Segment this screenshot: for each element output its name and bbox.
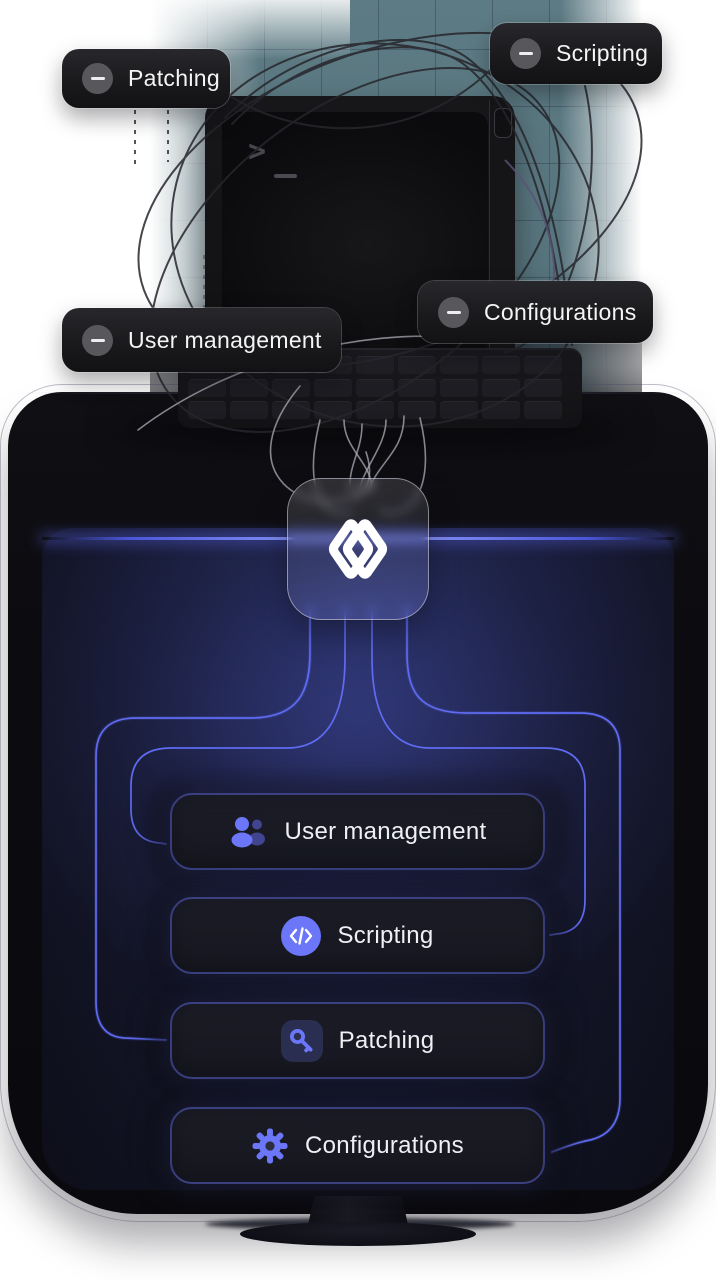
tag-label: User management — [128, 326, 322, 353]
tag-label: Configurations — [484, 298, 637, 325]
feature-button-configurations[interactable]: Configurations — [170, 1107, 545, 1184]
feature-label: Configurations — [305, 1131, 464, 1159]
monitor-stand-base — [240, 1222, 476, 1246]
feature-label: Patching — [338, 1026, 435, 1054]
tag-label: Patching — [128, 65, 220, 91]
minus-icon — [438, 296, 469, 328]
tag-configurations[interactable]: Configurations — [418, 281, 653, 343]
gear-icon — [252, 1128, 288, 1163]
app-logo-tile — [287, 478, 429, 620]
tag-patching[interactable]: Patching — [62, 49, 230, 108]
feature-button-patching[interactable]: Patching — [170, 1002, 545, 1079]
minus-icon — [82, 63, 113, 94]
feature-button-scripting[interactable]: Scripting — [170, 897, 545, 974]
terminal-prompt: > — [248, 134, 267, 169]
feature-label: Scripting — [337, 921, 434, 949]
code-icon — [281, 915, 322, 956]
minus-icon — [82, 324, 113, 356]
tag-label: Scripting — [556, 40, 649, 66]
brand-logo-icon — [329, 519, 387, 579]
tag-scripting[interactable]: Scripting — [490, 23, 662, 84]
feature-button-user-management[interactable]: User management — [170, 793, 545, 870]
feature-label: User management — [284, 817, 487, 845]
tag-user-management[interactable]: User management — [62, 308, 341, 372]
key-icon — [280, 1019, 323, 1062]
minus-icon — [510, 38, 541, 69]
terminal-cursor-icon — [274, 174, 297, 178]
users-icon — [231, 816, 265, 847]
